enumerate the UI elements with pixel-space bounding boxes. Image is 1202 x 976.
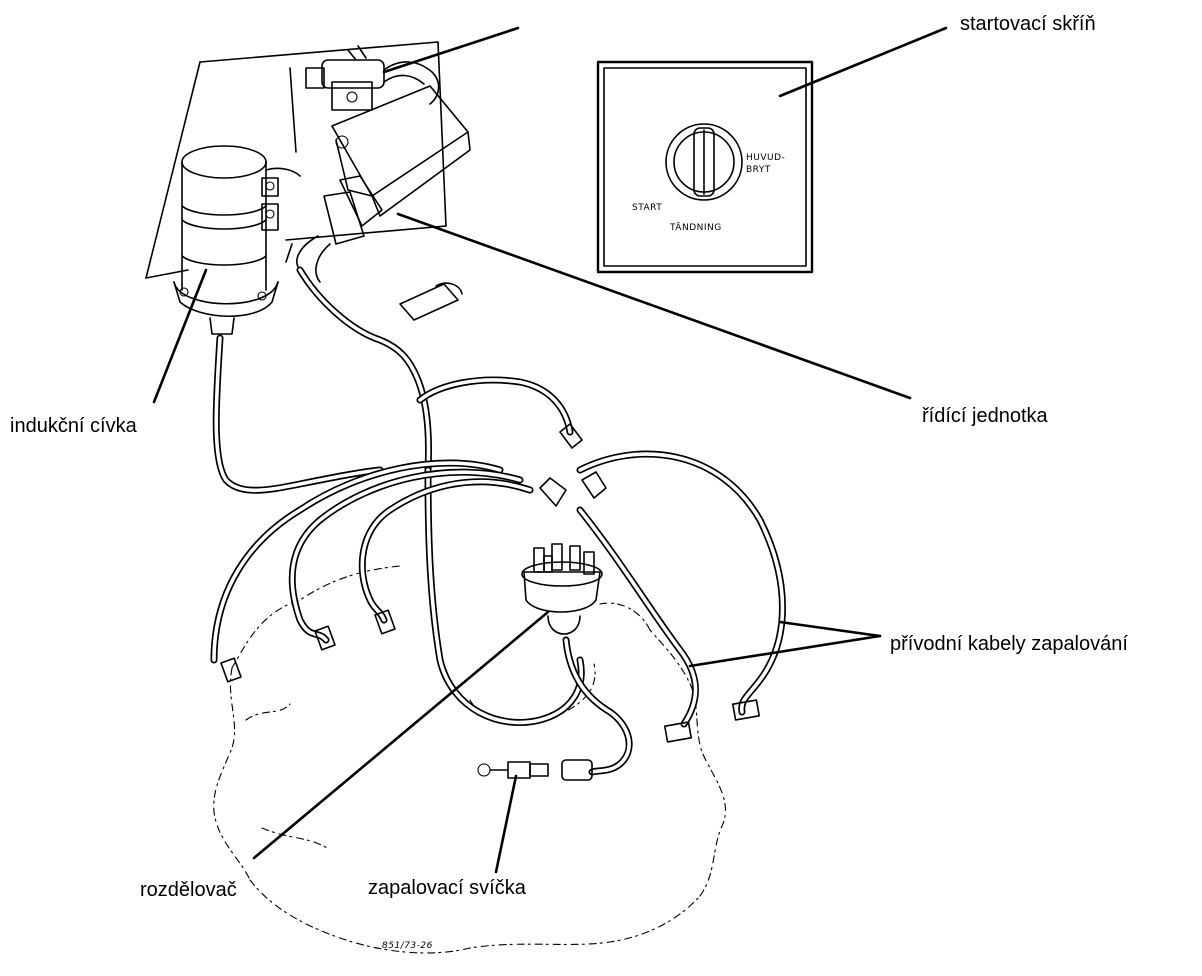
label-control-unit: řídící jednotka [922, 405, 1049, 427]
drawing-code: 851/73-26 [382, 941, 433, 951]
leader-ignition-leads-b [688, 634, 882, 668]
leader-starter-box [778, 26, 948, 98]
leader-distributor [252, 610, 550, 860]
mounting-plate [145, 41, 447, 279]
label-distributor: rozdělovač [140, 879, 237, 901]
cable-boots [220, 282, 761, 743]
ignition-cables [210, 266, 786, 776]
leader-ignition-leads-a [778, 620, 882, 638]
leader-spark-plug [494, 774, 518, 874]
panel-label-ignition: TÄNDNING [669, 222, 722, 233]
panel-label-main-switch-1: HUVUD- [746, 153, 785, 163]
leader-top-connector [382, 26, 520, 74]
panel-label-main-switch-2: BRYT [746, 165, 771, 175]
spark-plug [477, 759, 593, 781]
starter-box-panel: START HUVUD- BRYT TÄNDNING [596, 60, 814, 274]
leader-lines [152, 26, 948, 874]
label-starter-box: startovací skříň [960, 13, 1096, 35]
leader-induction-coil [152, 268, 208, 404]
label-induction-coil: indukční cívka [10, 415, 138, 437]
panel-label-start: START [632, 203, 662, 213]
top-connector [305, 45, 440, 111]
leader-control-unit [396, 212, 912, 400]
label-spark-plug: zapalovací svíčka [368, 877, 527, 899]
distributor [521, 543, 603, 635]
induction-coil [173, 145, 301, 335]
label-ignition-leads: přívodní kabely zapalování [890, 633, 1128, 655]
